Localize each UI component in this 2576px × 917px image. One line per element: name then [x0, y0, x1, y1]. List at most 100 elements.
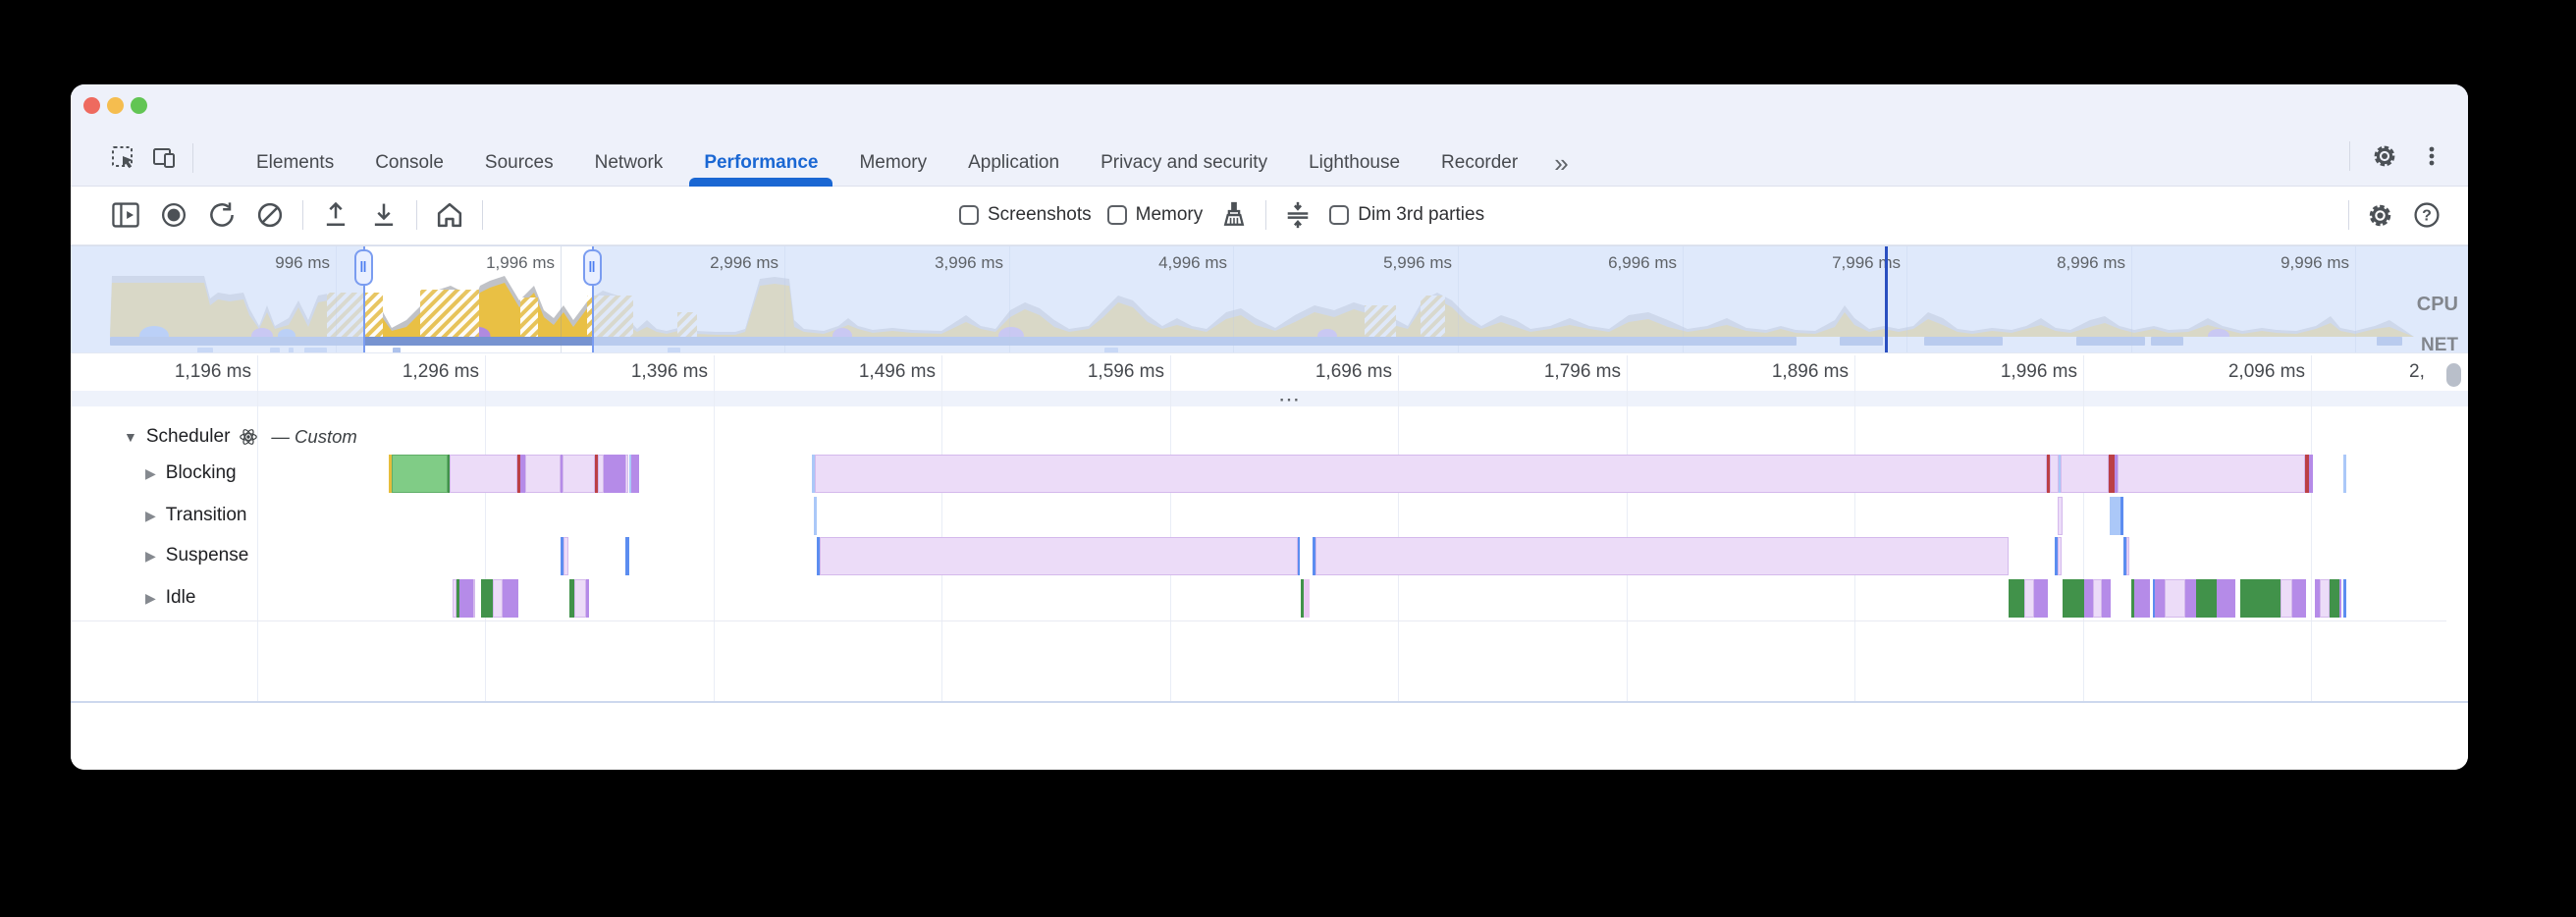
flame-segment[interactable]	[2343, 455, 2346, 493]
inspect-element-icon[interactable]	[110, 144, 137, 172]
settings-gear-icon[interactable]	[2370, 141, 2399, 171]
flame-segment[interactable]	[2115, 455, 2118, 493]
flame-segment[interactable]	[459, 579, 473, 618]
load-profile-icon[interactable]	[320, 199, 351, 231]
flame-segment[interactable]	[2292, 579, 2306, 618]
track-header-scheduler[interactable]: ▼ Scheduler — Custom	[124, 424, 357, 450]
flame-segment[interactable]	[820, 537, 1298, 575]
flame-segment[interactable]	[2063, 579, 2084, 618]
flame-segment[interactable]	[569, 579, 574, 618]
flame-segment[interactable]	[2217, 579, 2235, 618]
more-tabs-chevron-icon[interactable]: »	[1554, 147, 1569, 178]
flame-segment[interactable]	[2155, 579, 2165, 618]
flame-segment[interactable]	[448, 455, 450, 493]
flame-segment[interactable]	[574, 579, 586, 618]
flame-segment[interactable]	[1301, 579, 1304, 618]
tab-memory[interactable]: Memory	[859, 152, 928, 173]
flame-segment[interactable]	[625, 537, 629, 575]
expand-triangle-icon[interactable]: ▶	[145, 547, 156, 564]
flame-segment[interactable]	[2061, 455, 2109, 493]
network-request-bar[interactable]	[393, 348, 401, 352]
expand-triangle-icon[interactable]: ▶	[145, 507, 156, 523]
flame-segment[interactable]	[1304, 579, 1310, 618]
tab-application[interactable]: Application	[968, 152, 1060, 173]
flame-segment[interactable]	[453, 579, 456, 618]
track-row-suspense[interactable]: ▶Suspense	[145, 543, 248, 568]
flame-segment[interactable]	[2153, 579, 2155, 618]
tab-console[interactable]: Console	[375, 152, 444, 173]
flame-segment[interactable]	[1313, 537, 1315, 575]
flame-segment[interactable]	[561, 455, 563, 493]
checkbox-box[interactable]	[959, 205, 979, 225]
flame-segment[interactable]	[517, 455, 520, 493]
flame-segment[interactable]	[2343, 579, 2346, 618]
tab-sources[interactable]: Sources	[484, 152, 554, 173]
selection-handle-line[interactable]	[363, 246, 365, 352]
flame-segment[interactable]	[815, 455, 2047, 493]
flame-segment[interactable]	[598, 455, 604, 493]
flame-segment[interactable]	[450, 455, 517, 493]
tab-performance[interactable]: Performance	[683, 139, 838, 187]
track-row-transition[interactable]: ▶Transition	[145, 503, 247, 528]
flame-segment[interactable]	[456, 579, 459, 618]
flame-segment[interactable]	[812, 455, 815, 493]
record-icon[interactable]	[158, 199, 189, 231]
flame-segment[interactable]	[586, 579, 589, 618]
flame-segment[interactable]	[2102, 579, 2111, 618]
flame-segment[interactable]	[2126, 537, 2129, 575]
tab-elements[interactable]: Elements	[256, 152, 335, 173]
flame-segment[interactable]	[2185, 579, 2196, 618]
capture-settings-gear-icon[interactable]	[2365, 200, 2395, 231]
selection-handle-line[interactable]	[592, 246, 594, 352]
flame-segment[interactable]	[2058, 497, 2063, 535]
flame-segment[interactable]	[2305, 455, 2309, 493]
flame-segment[interactable]	[2118, 455, 2305, 493]
checkbox-box[interactable]	[1106, 205, 1127, 225]
flame-segment[interactable]	[817, 537, 820, 575]
flame-segment[interactable]	[503, 579, 518, 618]
tab-privacy-and-security[interactable]: Privacy and security	[1100, 152, 1268, 173]
track-row-idle[interactable]: ▶Idle	[145, 585, 195, 611]
collect-garbage-brush-icon[interactable]	[1218, 199, 1250, 231]
flame-segment[interactable]	[595, 455, 598, 493]
flame-segment[interactable]	[631, 455, 639, 493]
selection-handle-left[interactable]: ‖	[354, 249, 373, 286]
customize-kebab-menu-icon[interactable]	[2419, 143, 2444, 169]
flame-segment[interactable]	[2050, 455, 2059, 493]
close-traffic-light[interactable]	[83, 97, 100, 114]
flame-segment[interactable]	[2059, 455, 2061, 493]
minimize-traffic-light[interactable]	[107, 97, 124, 114]
flame-segment[interactable]	[2134, 579, 2150, 618]
flame-segment[interactable]	[2240, 579, 2281, 618]
flame-segment[interactable]	[2131, 579, 2134, 618]
tracks-resizer[interactable]	[71, 391, 2468, 406]
flame-segment[interactable]	[2196, 579, 2217, 618]
expand-triangle-icon[interactable]: ▶	[145, 589, 156, 606]
record-and-reload-icon[interactable]	[206, 199, 238, 231]
flame-segment[interactable]	[564, 537, 568, 575]
flame-segment[interactable]	[2330, 579, 2339, 618]
memory-checkbox[interactable]: Memory	[1106, 204, 1203, 226]
flame-segment[interactable]	[2093, 579, 2102, 618]
fit-to-window-icon[interactable]	[1282, 199, 1314, 231]
flame-segment[interactable]	[2109, 455, 2115, 493]
selection-handle-right[interactable]: ‖	[583, 249, 602, 286]
track-row-blocking[interactable]: ▶Blocking	[145, 460, 237, 486]
help-icon[interactable]: ?	[2411, 199, 2442, 231]
flame-segment[interactable]	[814, 497, 817, 535]
flame-segment[interactable]	[2339, 579, 2341, 618]
zoom-traffic-light[interactable]	[131, 97, 147, 114]
flame-segment[interactable]	[481, 579, 493, 618]
flame-segment[interactable]	[2123, 537, 2126, 575]
flame-segment[interactable]	[2009, 579, 2024, 618]
home-live-metrics-icon[interactable]	[434, 199, 465, 231]
vertical-scrollbar-thumb[interactable]	[2446, 363, 2461, 387]
expand-triangle-icon[interactable]: ▶	[145, 464, 156, 481]
flame-segment[interactable]	[2309, 455, 2313, 493]
flame-segment[interactable]	[493, 579, 503, 618]
flame-segment[interactable]	[2058, 537, 2062, 575]
flame-segment[interactable]	[2120, 497, 2123, 535]
flame-segment[interactable]	[2034, 579, 2048, 618]
flame-segment[interactable]	[392, 455, 448, 493]
